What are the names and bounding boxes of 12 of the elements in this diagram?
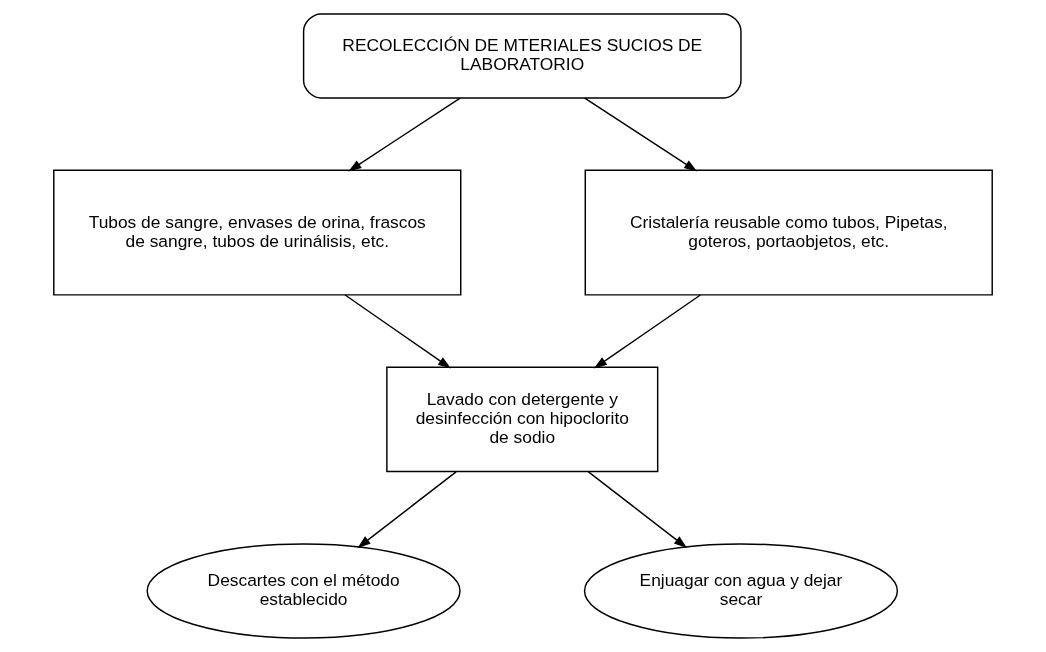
node-box: Lavado con detergente y desinfección con hipoclorito de sodio	[386, 366, 659, 473]
node-ellipse: Descartes con el método establecido	[146, 543, 461, 639]
node-box: RECOLECCIÓN DE MTERIALES SUCIOS DE LABORATORIO	[302, 13, 742, 99]
node-box: Tubos de sangre, envases de orina, frascos de sangre, tubos de urinálisis, etc.	[53, 169, 462, 296]
node-box: Cristalería reusable como tubos, Pipetas, goteros, portaobjetos, etc.	[584, 169, 993, 296]
node-ellipse: Enjuagar con agua y dejar secar	[583, 543, 899, 639]
arrow	[593, 294, 702, 369]
arrow	[584, 97, 698, 172]
arrow	[344, 294, 452, 369]
arrow	[587, 471, 688, 548]
arrow	[357, 471, 457, 548]
arrow	[348, 97, 461, 172]
